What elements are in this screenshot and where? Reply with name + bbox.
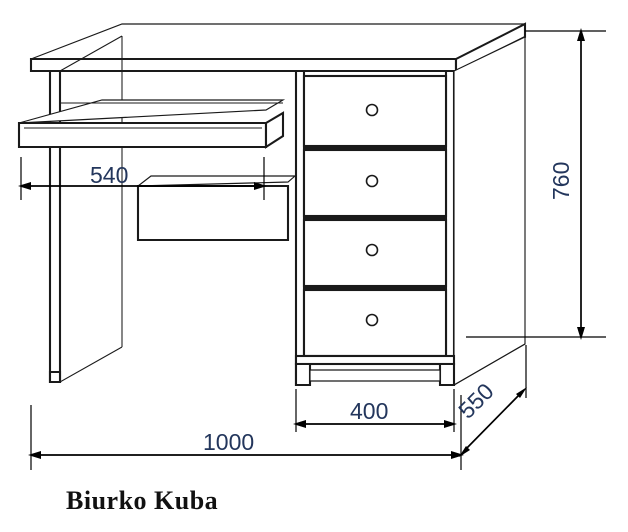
cabinet-right-panel bbox=[444, 69, 456, 387]
plinth-left-foot bbox=[294, 362, 312, 387]
dim-400-arrow-right bbox=[444, 420, 457, 428]
cabinet-right-side bbox=[453, 36, 526, 386]
dim-1000-label: 1000 bbox=[203, 429, 254, 455]
desk-top bbox=[29, 22, 527, 73]
drawer-box-top-surface bbox=[136, 175, 297, 187]
dim-550-arrow-end bbox=[516, 387, 527, 398]
left-panel-top-edge bbox=[59, 35, 123, 72]
drawer-handles bbox=[365, 103, 379, 327]
drawer-handle-4[interactable] bbox=[365, 313, 379, 327]
plinth-right-foot bbox=[438, 362, 456, 387]
pull-out-drawer-box bbox=[136, 175, 297, 242]
plinth-base bbox=[294, 354, 456, 387]
dim-550-arrow-start bbox=[459, 446, 470, 457]
dim-1000-arrow-left bbox=[28, 451, 41, 459]
keyboard-tray-right-edge bbox=[264, 111, 285, 149]
dim-540-label: 540 bbox=[90, 162, 128, 188]
cabinet-left-panel bbox=[294, 69, 306, 387]
plinth-recess bbox=[309, 369, 441, 382]
drawer-handle-3[interactable] bbox=[365, 243, 379, 257]
dim-550-line bbox=[462, 391, 523, 453]
left-panel-bottom-edge bbox=[59, 346, 123, 383]
dimension-1000: 1000 bbox=[28, 395, 464, 470]
dim-1000-arrow-right bbox=[451, 451, 464, 459]
drawer-separators bbox=[304, 146, 446, 290]
dimension-540: 540 bbox=[18, 157, 267, 200]
left-panel-foot bbox=[48, 370, 62, 384]
left-side-panel bbox=[48, 35, 123, 384]
keyboard-tray-front-edge bbox=[17, 121, 268, 149]
drawer-handle-1[interactable] bbox=[365, 103, 379, 117]
plinth-top-rail bbox=[294, 354, 456, 366]
dim-760-arrow-top bbox=[577, 28, 585, 41]
dim-760-label: 760 bbox=[548, 162, 574, 200]
keyboard-tray-surface bbox=[18, 99, 286, 124]
drawer-fronts bbox=[302, 74, 448, 358]
drawer-cabinet bbox=[294, 36, 526, 387]
dim-550-label: 550 bbox=[453, 378, 499, 424]
dimension-760: 760 bbox=[466, 28, 606, 340]
desk-top-surface bbox=[30, 23, 526, 60]
page-title: Biurko Kuba bbox=[66, 486, 218, 515]
dim-760-arrow-bottom bbox=[577, 327, 585, 340]
dim-400-label: 400 bbox=[350, 398, 388, 424]
keyboard-tray bbox=[17, 99, 286, 149]
left-panel-foot-block bbox=[48, 370, 62, 384]
dim-540-arrow-right bbox=[254, 182, 267, 190]
dim-540-arrow-left bbox=[18, 182, 31, 190]
dimension-400: 400 bbox=[293, 389, 457, 432]
cabinet-bottom-receding-edge bbox=[453, 343, 526, 386]
dim-400-arrow-left bbox=[293, 420, 306, 428]
drawer-handle-2[interactable] bbox=[365, 174, 379, 188]
drawer-box-body bbox=[136, 184, 290, 242]
desk-top-front-edge bbox=[29, 57, 458, 73]
